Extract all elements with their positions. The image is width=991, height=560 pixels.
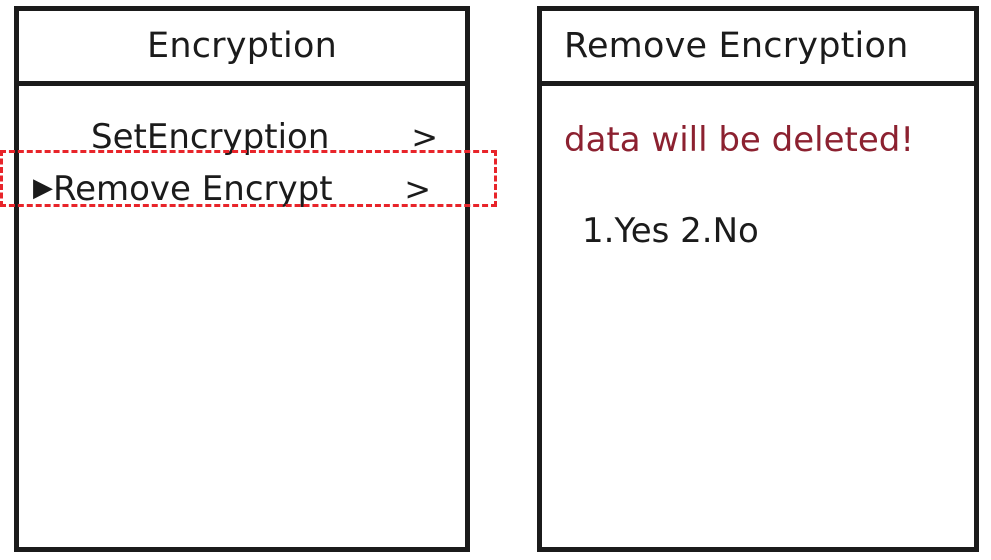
encryption-menu-screen: Encryption SetEncryption > ▶ Remove Encr… xyxy=(14,6,470,552)
remove-encryption-screen: Remove Encryption data will be deleted! … xyxy=(537,6,979,552)
page-title-remove-encryption: Remove Encryption xyxy=(542,11,974,86)
chevron-right-icon: > xyxy=(411,118,438,156)
menu-item-label: Remove Encrypt xyxy=(53,169,333,209)
confirm-choices: 1.Yes 2.No xyxy=(582,211,759,251)
menu-item-set-encryption[interactable]: SetEncryption > xyxy=(19,113,465,161)
selection-caret-icon: ▶ xyxy=(33,173,53,203)
remove-encryption-body: data will be deleted! 1.Yes 2.No xyxy=(542,86,974,547)
warning-message: data will be deleted! xyxy=(564,120,914,160)
chevron-right-icon: > xyxy=(404,170,431,208)
menu-item-label: SetEncryption xyxy=(91,117,330,157)
page-title-encryption: Encryption xyxy=(19,11,465,86)
menu-item-remove-encrypt[interactable]: ▶ Remove Encrypt > xyxy=(19,165,465,213)
encryption-menu-list: SetEncryption > ▶ Remove Encrypt > xyxy=(19,86,465,547)
